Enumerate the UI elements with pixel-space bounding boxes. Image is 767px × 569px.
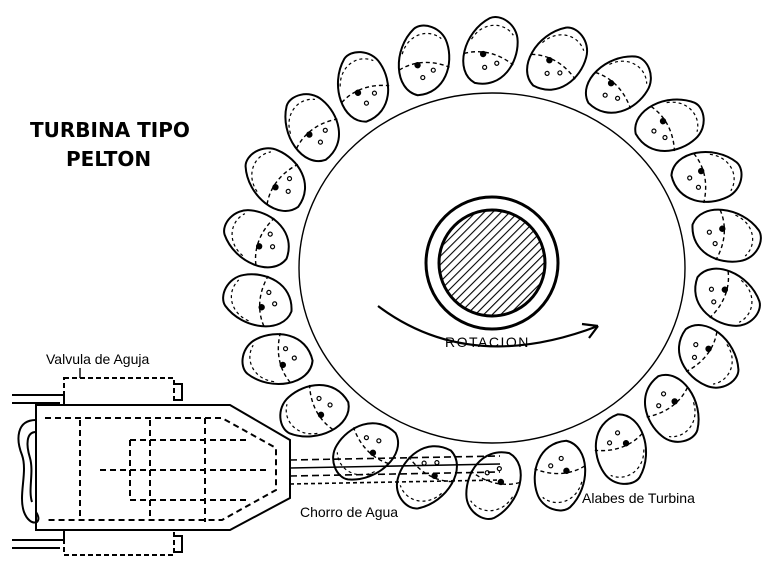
water-jet [290, 456, 500, 484]
water-jet-label: Chorro de Agua [300, 504, 398, 520]
turbine-bucket [240, 331, 314, 387]
turbine-bucket [686, 204, 765, 268]
turbine-bucket [331, 47, 396, 126]
turbine-bucket [219, 268, 298, 332]
rotation-label: ROTACION [445, 334, 530, 350]
turbine-bucket [457, 443, 529, 526]
turbine-bucket [588, 410, 653, 489]
turbine-bucket [455, 10, 527, 93]
turbine-bucket [532, 439, 587, 512]
nozzle-assembly [12, 378, 290, 555]
turbine-bucket [670, 149, 744, 205]
title-line-1: TURBINA TIPO [30, 118, 190, 142]
wheel-hub [426, 197, 558, 329]
turbine-blades-label: Alabes de Turbina [582, 490, 695, 506]
title-line-2: PELTON [66, 147, 151, 171]
turbine-bucket [397, 24, 452, 97]
needle-valve-label: Valvula de Aguja [46, 351, 149, 367]
